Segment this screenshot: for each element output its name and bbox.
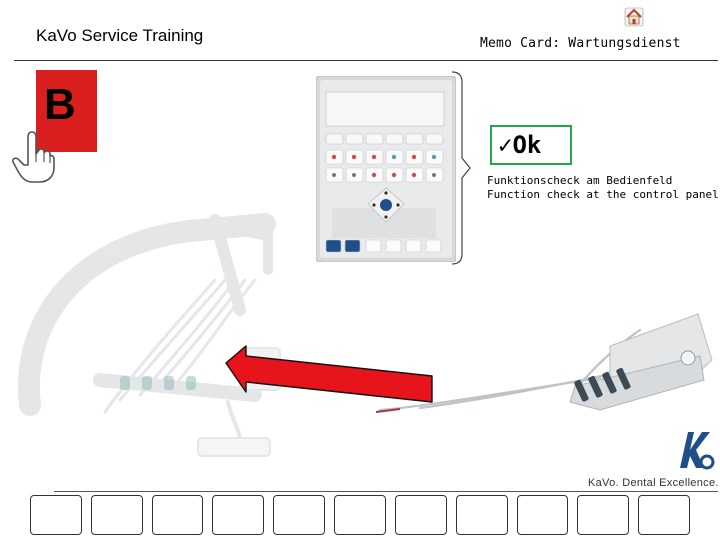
- nav-box-4[interactable]: [212, 495, 265, 535]
- page-title: KaVo Service Training: [36, 26, 204, 45]
- nav-box-2[interactable]: [90, 495, 143, 535]
- nav-box-8[interactable]: [455, 495, 508, 535]
- dental-unit-illustration: [17, 213, 713, 457]
- kavo-logo-mark: [680, 432, 715, 470]
- caption-english: Function check at the control panel: [487, 188, 719, 201]
- caption: Funktionscheck am Bedienfeld Function ch…: [487, 174, 719, 202]
- section-badge: B: [36, 70, 97, 152]
- nav-box-10[interactable]: [577, 495, 630, 535]
- nav-box-11[interactable]: [638, 495, 690, 535]
- nav-box-7[interactable]: [394, 495, 447, 535]
- ok-check-badge: ✓Ok: [490, 125, 572, 165]
- control-panel-image: [316, 76, 456, 262]
- bottom-navigation: [30, 495, 690, 537]
- brand-tagline: KaVo. Dental Excellence.: [588, 477, 719, 489]
- caption-german: Funktionscheck am Bedienfeld: [487, 174, 673, 187]
- footer-divider: [54, 491, 718, 492]
- home-icon[interactable]: [622, 5, 646, 29]
- nav-box-9[interactable]: [516, 495, 569, 535]
- nav-box-1[interactable]: [30, 495, 82, 535]
- nav-box-5[interactable]: [273, 495, 326, 535]
- nav-box-3[interactable]: [151, 495, 204, 535]
- header-divider: [14, 60, 718, 61]
- memo-card-title: Memo Card: Wartungsdienst: [480, 36, 681, 51]
- hand-pointer-icon[interactable]: [10, 128, 56, 186]
- nav-box-6[interactable]: [334, 495, 386, 535]
- panel-bracket: [451, 71, 471, 265]
